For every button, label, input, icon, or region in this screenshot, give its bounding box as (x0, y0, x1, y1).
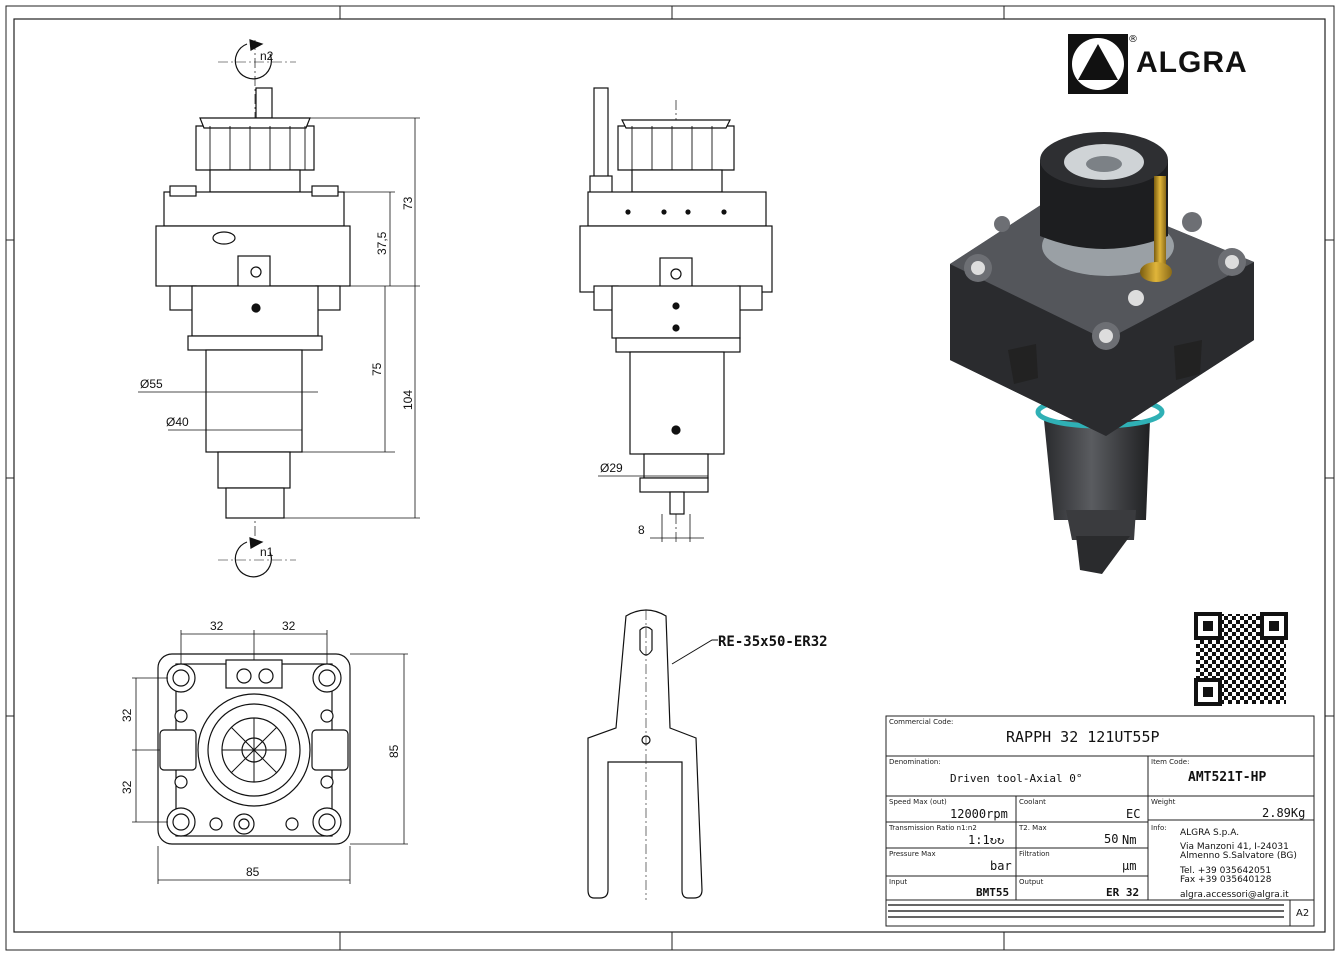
bottom-dimensions (132, 630, 408, 884)
commercial-code: RAPPH 32 121UT55P (1006, 728, 1160, 746)
coolant-label: Coolant (1019, 798, 1046, 806)
company-address-1: Via Manzoni 41, I-24031 (1180, 842, 1289, 852)
denomination: Driven tool-Axial 0° (950, 772, 1083, 785)
company-address-2: Almenno S.Salvatore (BG) (1180, 851, 1297, 861)
brand-registered: ® (1128, 34, 1138, 45)
filtration-value: µm (1122, 859, 1137, 873)
item-code-label: Item Code: (1151, 758, 1190, 766)
output-value: ER 32 (1106, 886, 1140, 899)
dim-32-b: 32 (282, 619, 296, 633)
dim-32-a: 32 (210, 619, 224, 633)
title-block-fineprint (888, 904, 1284, 918)
dim-d40: Ø40 (166, 415, 189, 429)
company-email[interactable]: algra.accessori@algra.it (1180, 890, 1289, 900)
wrench-drawing (587, 609, 703, 900)
front-view (155, 40, 351, 540)
ratio-value: 1:1↻↻ (968, 833, 1005, 847)
border-ticks (6, 6, 1334, 950)
weight-value: 2.89Kg (1262, 806, 1306, 820)
rotation-n1-label: n1 (260, 545, 274, 559)
input-label: Input (889, 878, 908, 886)
dim-d29: Ø29 (600, 461, 623, 475)
company-tel: Tel. +39 035642051 (1180, 866, 1272, 876)
side-dimensions (598, 475, 708, 542)
product-3d-render (950, 132, 1254, 574)
weight-label: Weight (1151, 798, 1176, 806)
torque-value: 50 (1104, 832, 1119, 846)
item-code: AMT521T-HP (1188, 770, 1267, 785)
dim-104: 104 (401, 390, 415, 410)
inner-border (13, 18, 1326, 933)
pressure-value: bar (990, 859, 1012, 873)
filtration-label: Filtration (1019, 850, 1050, 858)
wrench-label: RE-35x50-ER32 (718, 634, 828, 650)
torque-unit: Nm (1122, 833, 1137, 847)
info-label: Info: (1151, 824, 1167, 832)
dim-75: 75 (370, 362, 384, 376)
wrench-leader (671, 639, 718, 665)
torque-label: T2. Max (1019, 824, 1047, 832)
speed-value: 12000rpm (950, 807, 1008, 821)
bottom-view (157, 653, 351, 845)
side-view (579, 87, 773, 545)
algra-logo-icon (1068, 34, 1128, 94)
output-label: Output (1019, 878, 1044, 886)
brand-name: ALGRA (1136, 46, 1248, 79)
denomination-label: Denomination: (889, 758, 941, 766)
sheet-size: A2 (1296, 908, 1310, 919)
pressure-label: Pressure Max (889, 850, 936, 858)
speed-label: Speed Max (out) (889, 798, 947, 806)
dim-32-e: 32 (120, 780, 134, 794)
company-name: ALGRA S.p.A. (1180, 828, 1240, 838)
front-dimensions (138, 117, 420, 519)
commercial-code-label: Commercial Code: (889, 718, 954, 726)
dim-d55: Ø55 (140, 377, 163, 391)
ratio-label: Transmission Ratio n1:n2 (889, 824, 977, 832)
dim-32-c: 32 (120, 708, 134, 722)
rotation-n1 (218, 537, 296, 578)
dim-8: 8 (638, 523, 645, 537)
company-fax: Fax +39 035640128 (1180, 875, 1272, 885)
rotation-n2 (218, 39, 296, 80)
dim-85-h: 85 (387, 744, 401, 758)
dim-37-5: 37,5 (375, 231, 389, 255)
dim-73: 73 (401, 196, 415, 210)
coolant-value: EC (1126, 807, 1141, 821)
qr-code-icon (1194, 612, 1288, 706)
rotation-n2-label: n2 (260, 49, 274, 63)
input-value: BMT55 (976, 886, 1010, 899)
title-block-grid (885, 715, 1315, 927)
dim-85-w: 85 (246, 865, 260, 879)
